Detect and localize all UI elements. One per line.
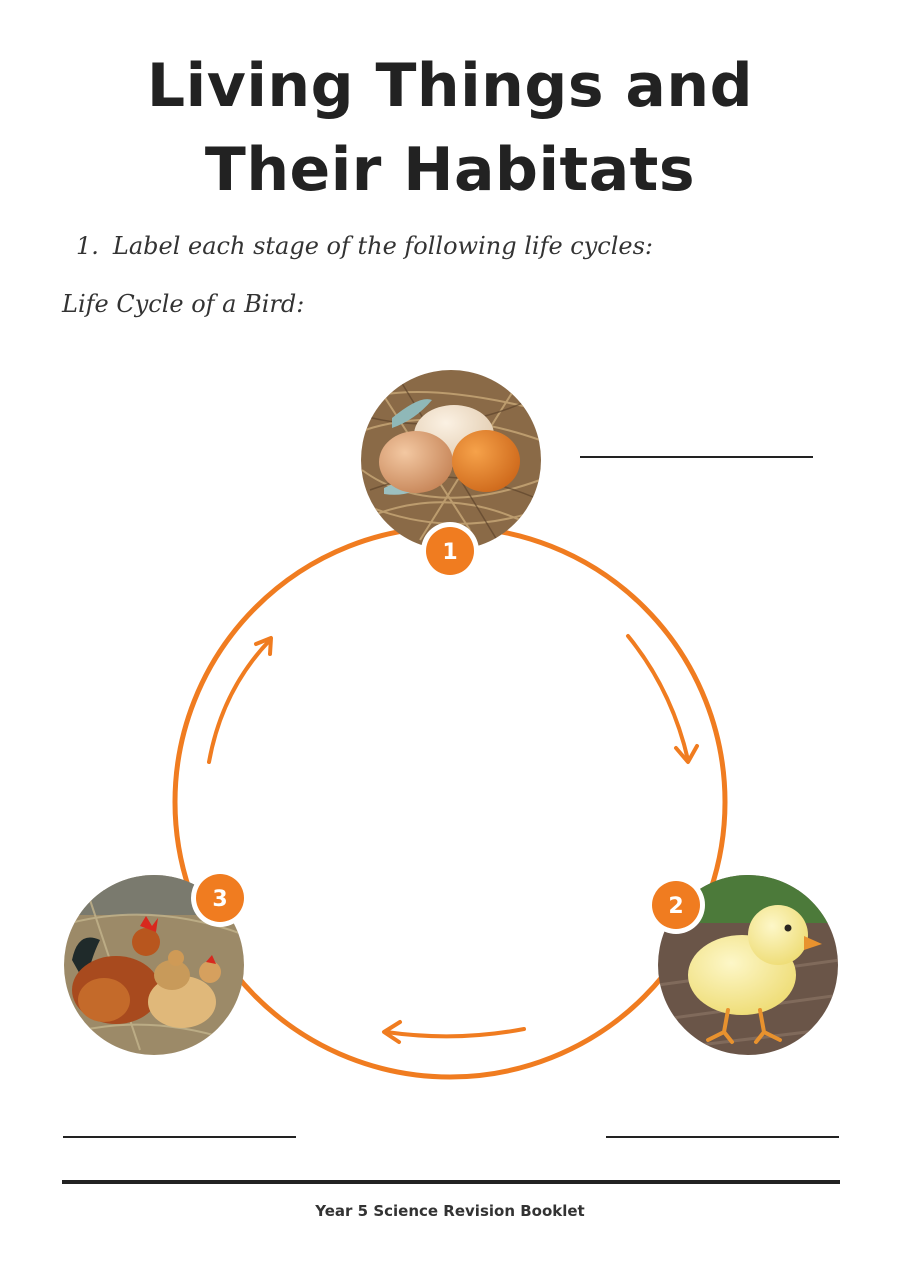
footer-divider [62, 1180, 840, 1184]
stage-badge-2: 2 [647, 876, 705, 934]
stage-number-3: 3 [212, 887, 227, 912]
question-number: 1. [76, 232, 99, 260]
life-cycle-subheading: Life Cycle of a Bird: [62, 290, 305, 318]
question-text: Label each stage of the following life c… [112, 232, 654, 260]
answer-line-stage-3[interactable] [63, 1136, 296, 1138]
arrow-1-to-2 [626, 634, 699, 764]
footer-text: Year 5 Science Revision Booklet [315, 1202, 585, 1220]
arrow-3-to-1 [207, 636, 273, 764]
stage-badge-1: 1 [421, 522, 479, 580]
title-line-2: Their Habitats [204, 135, 696, 205]
stage-number-1: 1 [442, 540, 457, 565]
title-line-1: Living Things and [146, 51, 754, 121]
chick-image [658, 875, 838, 1055]
stage-number-2: 2 [668, 894, 683, 919]
eggs-in-nest-image [361, 370, 541, 550]
cycle-ring [172, 524, 728, 1080]
arrow-2-to-3 [382, 1020, 526, 1044]
page-title: Living Things and Their Habitats [0, 44, 900, 212]
answer-line-stage-1[interactable] [580, 456, 813, 458]
question-1: 1. Label each stage of the following life… [76, 232, 653, 260]
answer-line-stage-2[interactable] [606, 1136, 839, 1138]
stage-badge-3: 3 [191, 869, 249, 927]
